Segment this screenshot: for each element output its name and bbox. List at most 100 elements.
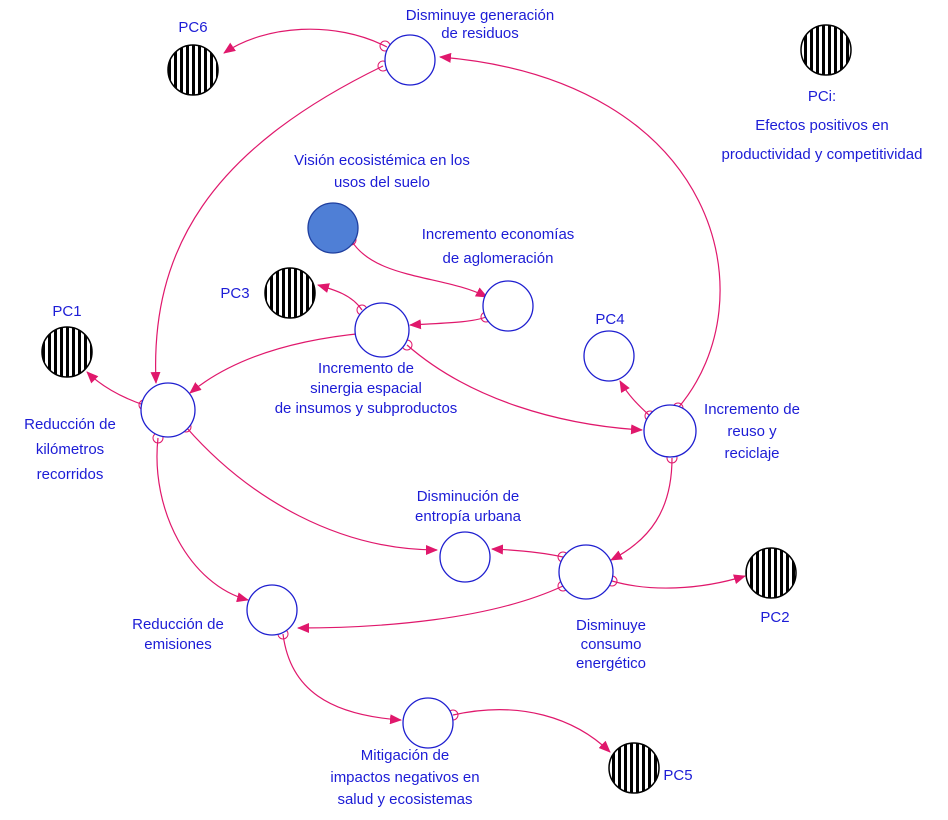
node-reuso bbox=[643, 404, 697, 458]
arrow-reduccion-km-to-entropia bbox=[185, 426, 438, 555]
arrow-mitigacion-to-pc5 bbox=[452, 709, 611, 753]
arrow-reuso-to-consumo bbox=[610, 457, 673, 561]
edge-reduccion-km-to-entropia bbox=[180, 421, 438, 555]
label-line: Reducción de bbox=[132, 616, 224, 633]
label-line: PCi: bbox=[808, 88, 836, 105]
label-line: productividad y competitividad bbox=[722, 146, 923, 163]
label-pc4: PC4 bbox=[595, 311, 624, 328]
node-vision bbox=[307, 202, 359, 254]
node-pc5 bbox=[608, 742, 660, 794]
label-pc1: PC1 bbox=[52, 303, 81, 320]
label-line: Disminuye bbox=[576, 617, 646, 634]
edge-reduccion-km-to-emisiones bbox=[152, 432, 249, 603]
label-pc3: PC3 bbox=[220, 285, 249, 302]
label-emisiones: Reducción de emisiones bbox=[132, 616, 224, 653]
label-line: PC6 bbox=[178, 19, 207, 36]
arrow-reuso-to-residuos bbox=[439, 52, 721, 409]
edge-emisiones-to-mitigacion bbox=[277, 628, 402, 725]
label-line: usos del suelo bbox=[334, 174, 430, 191]
label-line: de residuos bbox=[441, 25, 519, 42]
label-entropia: Disminución de entropía urbana bbox=[415, 488, 522, 525]
arrow-consumo-to-entropia bbox=[491, 544, 564, 558]
label-line: de aglomeración bbox=[443, 250, 554, 267]
label-line: Visión ecosistémica en los bbox=[294, 152, 470, 169]
arrow-sinergia-to-reduccion-km bbox=[189, 332, 367, 394]
label-pc6: PC6 bbox=[178, 19, 207, 36]
label-line: entropía urbana bbox=[415, 508, 522, 525]
label-vision: Visión ecosistémica en los usos del suelo bbox=[294, 152, 470, 191]
label-line: Mitigación de bbox=[361, 747, 449, 764]
label-line: PC3 bbox=[220, 285, 249, 302]
label-line: recorridos bbox=[37, 466, 104, 483]
label-pc5: PC5 bbox=[663, 767, 692, 784]
label-line: PC5 bbox=[663, 767, 692, 784]
label-line: Reducción de bbox=[24, 416, 116, 433]
label-pc2: PC2 bbox=[760, 609, 789, 626]
arrow-sinergia-to-pc3 bbox=[317, 283, 363, 311]
arrow-reuso-to-pc4 bbox=[619, 380, 651, 417]
arrow-consumo-to-pc2 bbox=[611, 574, 746, 589]
label-line: Incremento de bbox=[704, 401, 800, 418]
node-layer bbox=[41, 24, 852, 794]
edge-consumo-to-entropia bbox=[491, 544, 569, 563]
label-consumo: Disminuye consumo energético bbox=[576, 617, 646, 672]
label-line: emisiones bbox=[144, 636, 212, 653]
node-pc1 bbox=[41, 326, 93, 378]
label-line: Disminución de bbox=[417, 488, 520, 505]
label-line: consumo bbox=[581, 636, 642, 653]
label-pci: PCi: Efectos positivos en productividad y … bbox=[722, 88, 923, 163]
label-economias: Incremento economías de aglomeración bbox=[422, 226, 575, 267]
node-emisiones bbox=[246, 584, 298, 636]
arrow-residuos-to-reduccion-km bbox=[150, 65, 384, 384]
edge-sinergia-to-pc3 bbox=[317, 283, 368, 316]
edge-reuso-to-consumo bbox=[610, 452, 678, 561]
node-pc2 bbox=[745, 547, 797, 599]
edge-consumo-to-pc2 bbox=[606, 574, 746, 589]
node-reduccion-km bbox=[140, 382, 196, 438]
arrow-residuos-to-pc6 bbox=[223, 28, 388, 54]
arrow-economias-to-sinergia bbox=[409, 316, 487, 330]
label-line: salud y ecosistemas bbox=[337, 791, 472, 808]
label-line: sinergia espacial bbox=[310, 380, 422, 397]
label-reuso: Incremento de reuso y reciclaje bbox=[704, 401, 800, 462]
node-pc3 bbox=[264, 267, 316, 319]
label-line: impactos negativos en bbox=[330, 769, 479, 786]
label-line: PC2 bbox=[760, 609, 789, 626]
label-line: reciclaje bbox=[724, 445, 779, 462]
node-sinergia bbox=[354, 302, 410, 358]
node-pci bbox=[800, 24, 852, 76]
node-consumo bbox=[558, 544, 614, 600]
edge-economias-to-sinergia bbox=[409, 311, 492, 330]
edge-residuos-to-pc6 bbox=[223, 28, 391, 54]
node-pc6 bbox=[167, 44, 219, 96]
edge-reduccion-km-to-pc1 bbox=[86, 371, 150, 411]
label-mitigacion: Mitigación de impactos negativos en salud … bbox=[330, 747, 479, 808]
label-line: PC1 bbox=[52, 303, 81, 320]
node-pc4 bbox=[583, 330, 635, 382]
label-line: Efectos positivos en bbox=[755, 117, 888, 134]
label-line: de insumos y subproductos bbox=[275, 400, 458, 417]
edge-mitigacion-to-pc5 bbox=[447, 709, 611, 753]
label-reduccion-km: Reducción de kilómetros recorridos bbox=[24, 416, 116, 483]
node-disminuye-residuos bbox=[384, 34, 436, 86]
label-line: PC4 bbox=[595, 311, 624, 328]
arrow-reduccion-km-to-emisiones bbox=[156, 437, 249, 603]
arrow-consumo-to-emisiones bbox=[297, 585, 564, 633]
node-economias bbox=[482, 280, 534, 332]
arrow-sinergia-to-reuso bbox=[406, 344, 643, 435]
arrow-vision-to-economias bbox=[350, 239, 488, 298]
label-line: Incremento economías bbox=[422, 226, 575, 243]
arrow-reduccion-km-to-pc1 bbox=[86, 371, 145, 406]
arrow-emisiones-to-mitigacion bbox=[282, 633, 402, 725]
label-line: energético bbox=[576, 655, 646, 672]
node-mitigacion bbox=[402, 697, 454, 749]
label-line: reuso y bbox=[727, 423, 777, 440]
label-line: kilómetros bbox=[36, 441, 104, 458]
label-line: Disminuye generación bbox=[406, 7, 554, 24]
edge-consumo-to-emisiones bbox=[297, 580, 569, 633]
